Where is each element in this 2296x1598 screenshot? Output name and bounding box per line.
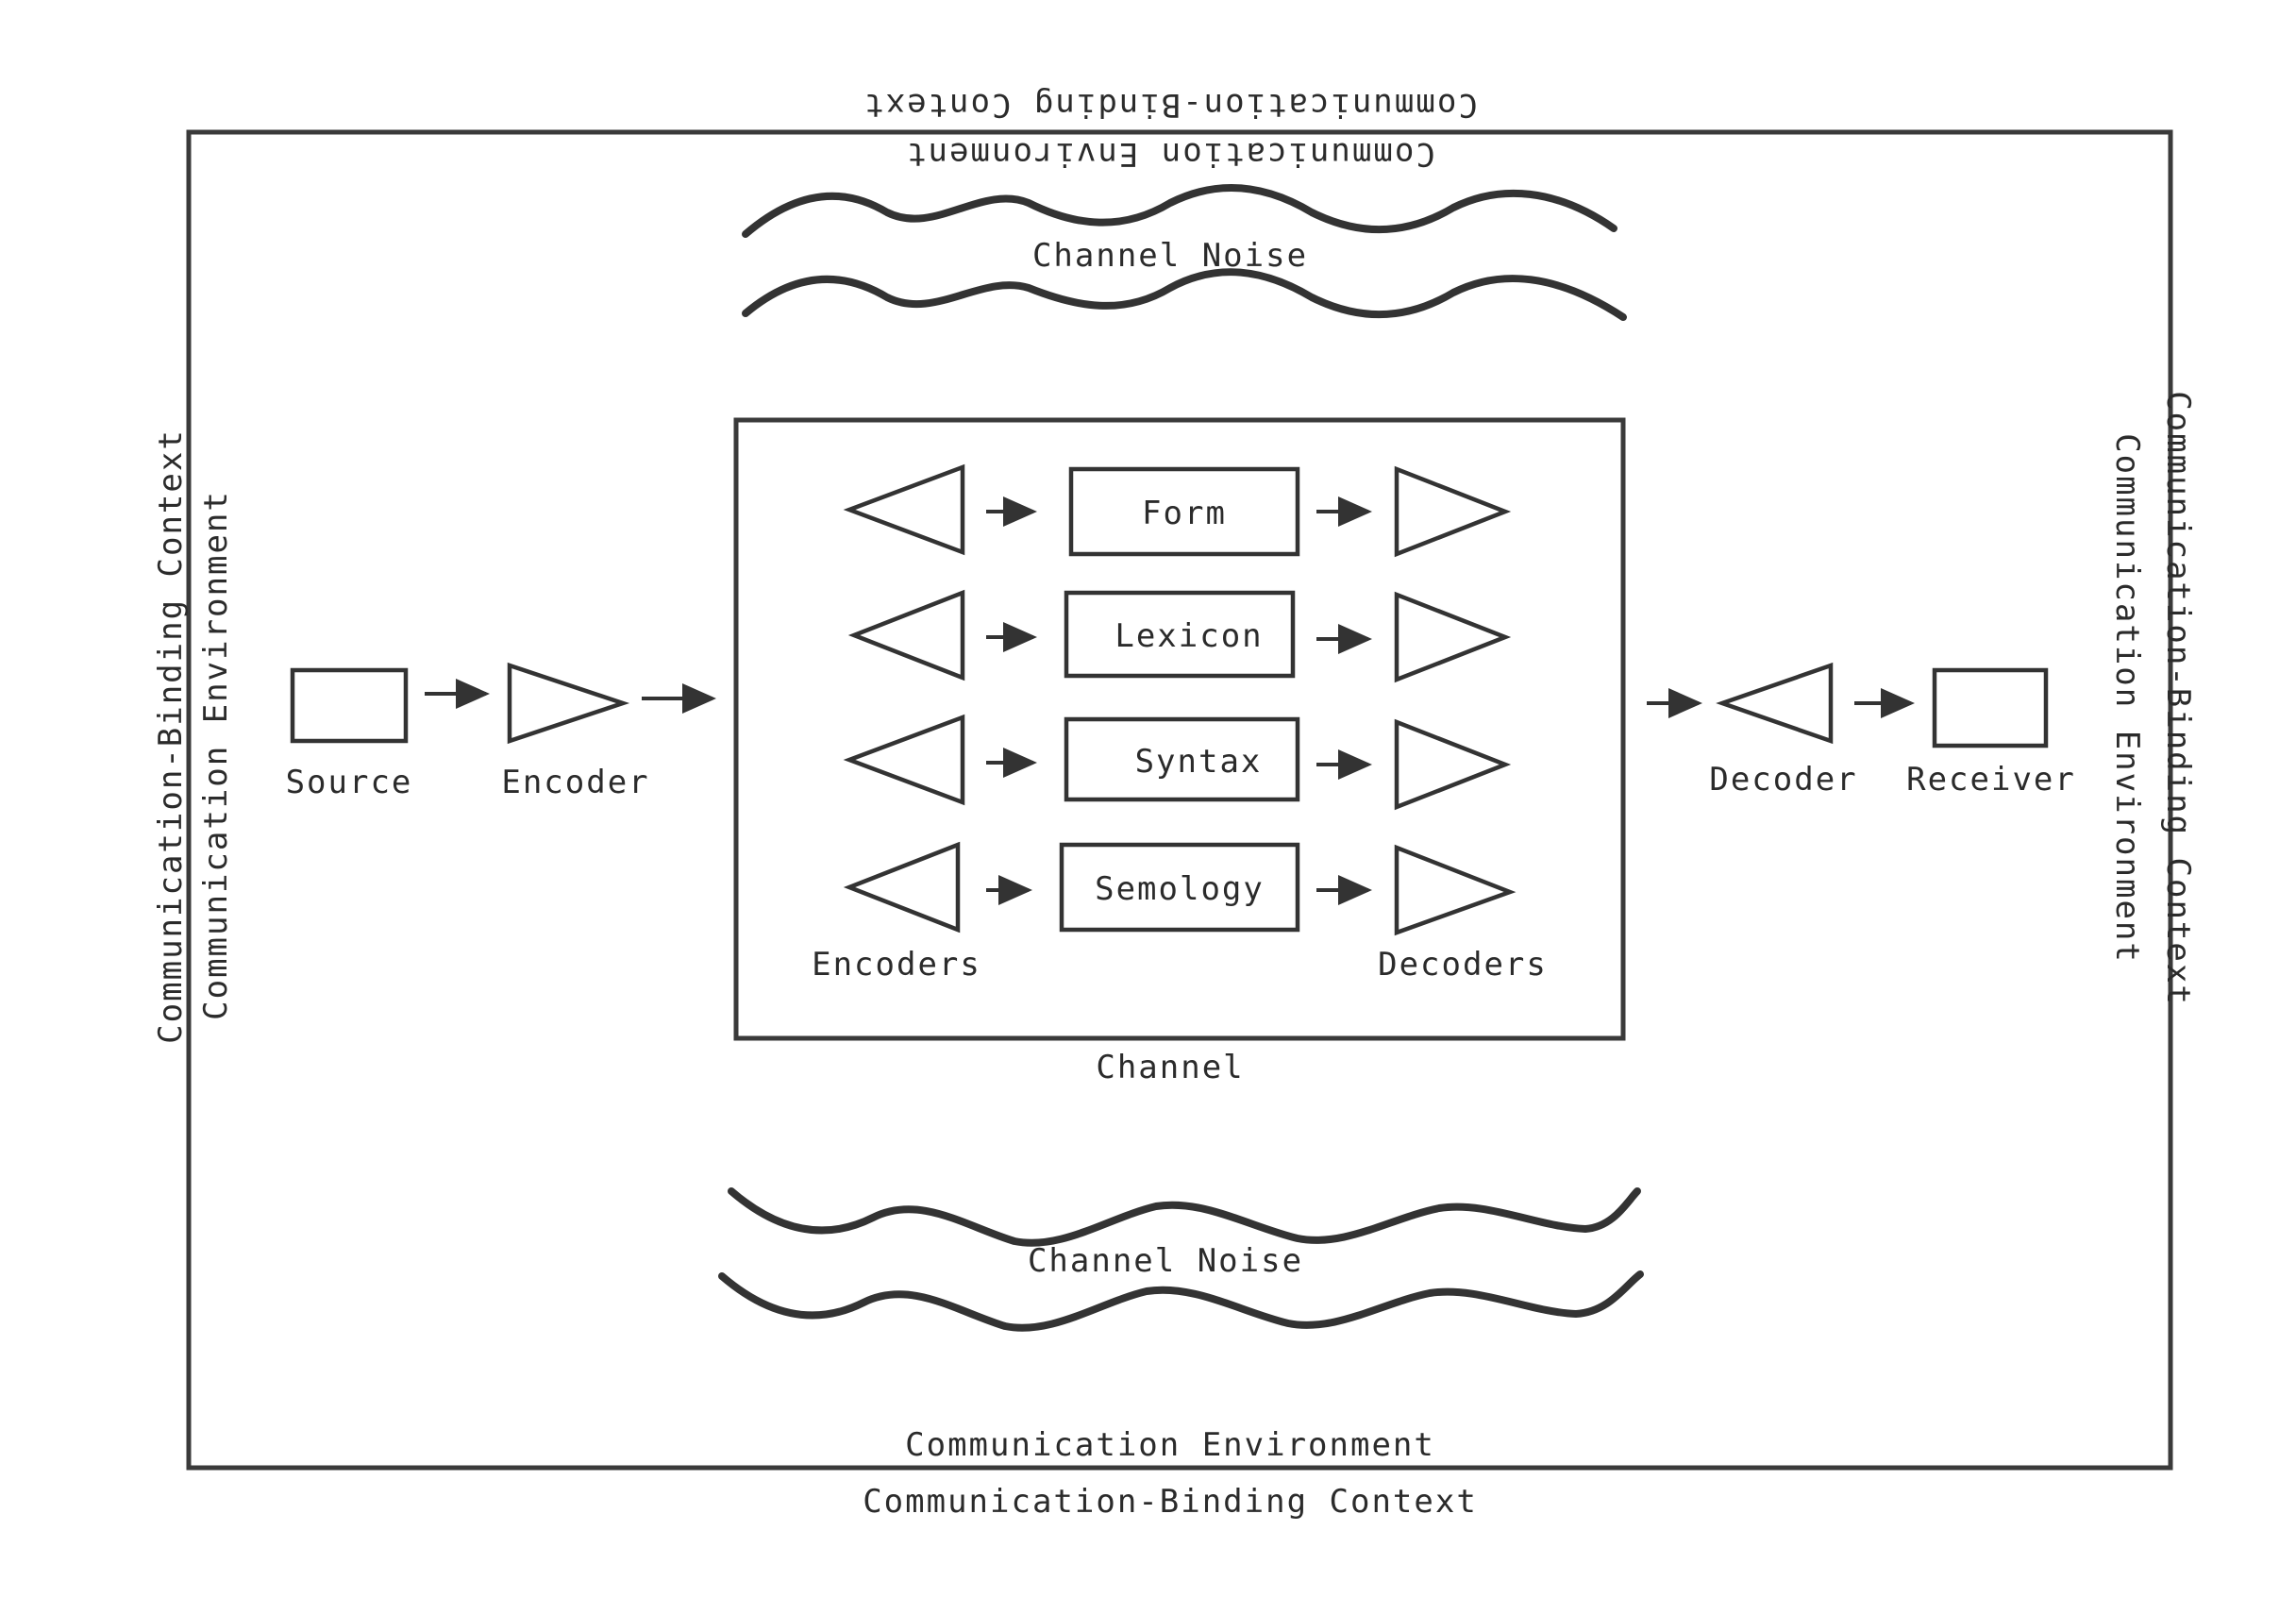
encoder-triangle: [507, 662, 630, 745]
noise-wave-top-lower: [742, 268, 1627, 321]
encoders-label: Encoders: [812, 946, 981, 984]
level-row-lexicon: Lexicon: [847, 589, 1512, 683]
level-label: Semology: [1095, 870, 1265, 908]
environment-label-top: Communication Environment: [905, 135, 1435, 173]
decoder-triangle: [1716, 662, 1834, 745]
level-encoder-triangle: [843, 463, 965, 556]
source-box: [290, 667, 409, 744]
noise-wave-bottom-upper: [728, 1187, 1641, 1247]
noise-label-bottom: Channel Noise: [1028, 1242, 1303, 1280]
receiver-box: [1932, 667, 2049, 749]
source-label: Source: [286, 764, 413, 801]
decoders-label: Decoders: [1378, 946, 1548, 984]
level-label: Form: [1142, 495, 1227, 532]
decoder-label: Decoder: [1709, 761, 1857, 799]
level-label: Syntax: [1135, 743, 1263, 781]
environment-label-left: Communication Environment: [197, 490, 235, 1020]
level-label: Lexicon: [1114, 617, 1263, 655]
noise-wave-bottom-lower: [718, 1270, 1644, 1332]
level-box: [1064, 716, 1300, 802]
encoder-label: Encoder: [501, 764, 649, 801]
level-encoder-triangle: [847, 589, 965, 681]
noise-label-top: Channel Noise: [1032, 237, 1308, 275]
level-row-syntax: Syntax: [843, 714, 1512, 811]
level-decoder-triangle: [1394, 591, 1512, 683]
level-box: [1059, 842, 1300, 933]
context-label-right: Communication-Binding Context: [2159, 391, 2197, 1006]
environment-label-bottom: Communication Environment: [905, 1426, 1435, 1464]
level-decoder-triangle: [1394, 718, 1512, 811]
level-row-form: Form: [843, 463, 1512, 558]
context-label-top: Communication-Binding Context: [863, 86, 1478, 124]
context-frame: [186, 129, 2173, 1471]
environment-label-right: Communication Environment: [2108, 433, 2146, 964]
level-decoder-triangle: [1394, 465, 1512, 558]
level-row-semology: Semology: [843, 841, 1517, 936]
noise-wave-top-upper: [742, 184, 1617, 238]
context-label-left: Communication-Binding Context: [152, 429, 190, 1044]
level-box: [1068, 466, 1300, 557]
channel-label: Channel: [1096, 1049, 1244, 1086]
level-box: [1064, 590, 1296, 679]
level-decoder-triangle: [1394, 844, 1517, 936]
receiver-label: Receiver: [1906, 761, 2076, 799]
level-encoder-triangle: [843, 841, 961, 934]
context-label-bottom: Communication-Binding Context: [863, 1483, 1478, 1521]
channel-box: [733, 417, 1626, 1041]
level-encoder-triangle: [843, 714, 965, 806]
